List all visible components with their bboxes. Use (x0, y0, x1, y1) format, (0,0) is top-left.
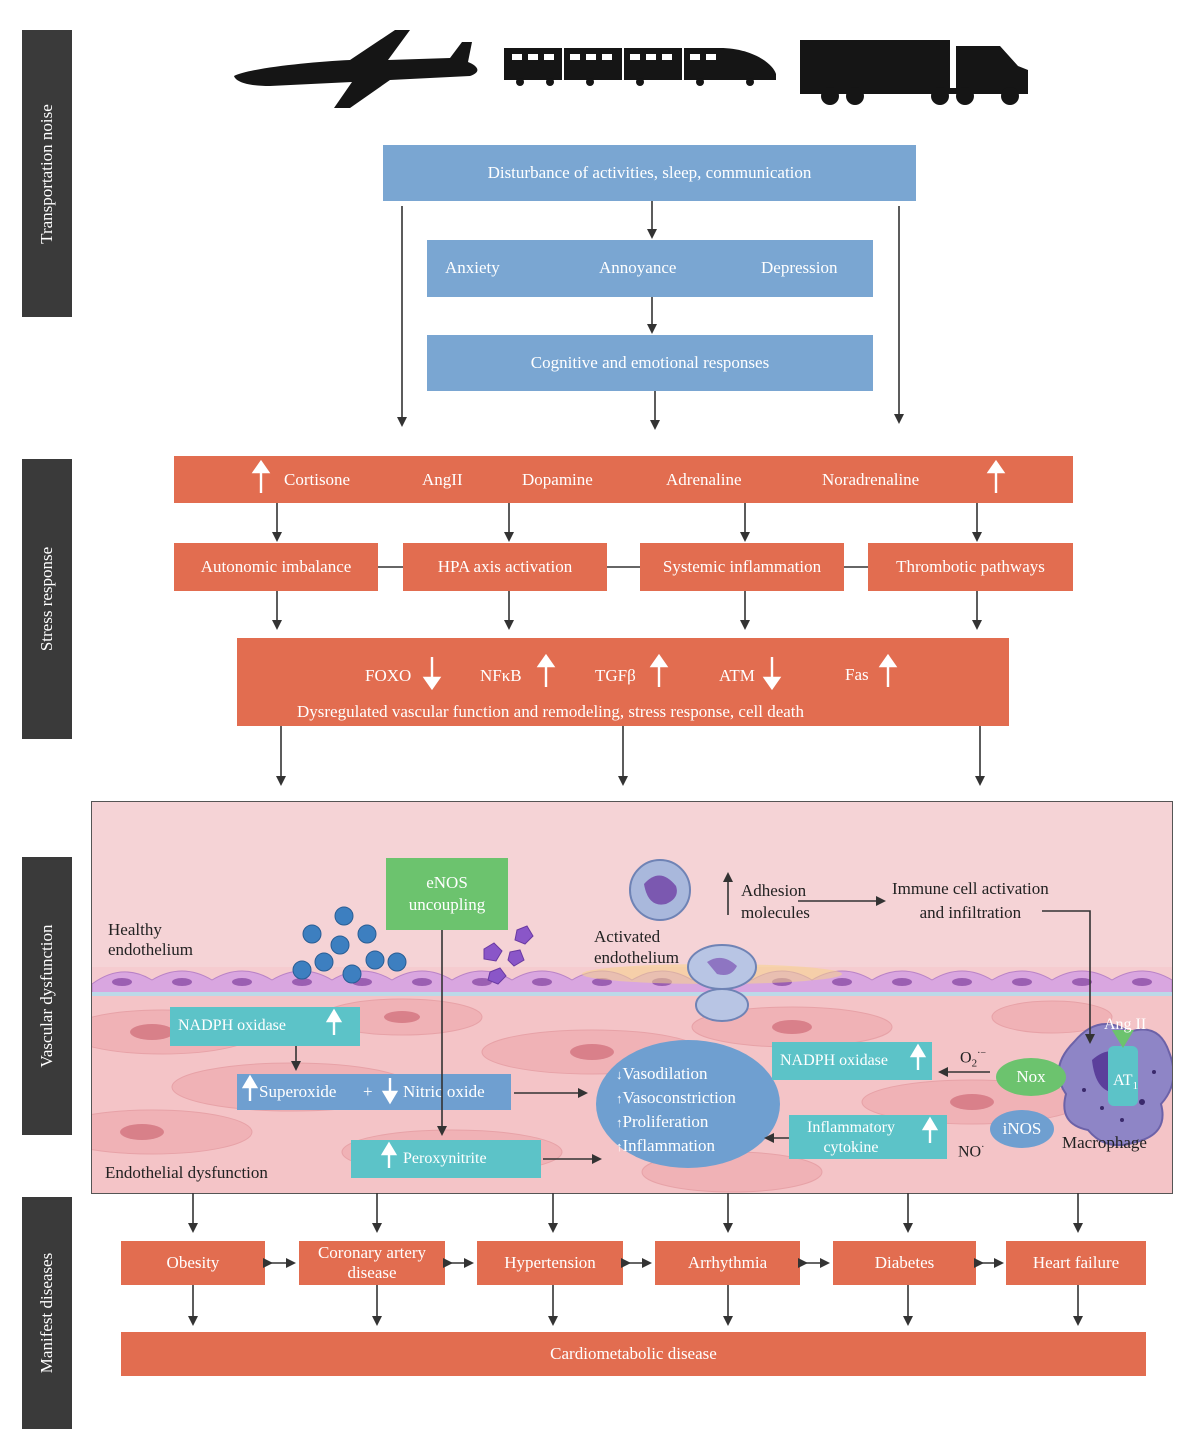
superoxide-nitric-box: Superoxide + Nitric oxide (237, 1074, 511, 1110)
disease-diabetes: Diabetes (833, 1241, 976, 1285)
effect-inflammation: ↑Inflammation (616, 1136, 716, 1155)
truck-icon (800, 40, 1028, 105)
disease-coronary: Coronary artery disease (299, 1241, 445, 1285)
airplane-icon (234, 30, 478, 108)
pathway-hpa: HPA axis activation (403, 543, 607, 591)
disease-hypertension: Hypertension (477, 1241, 623, 1285)
pathway-thrombotic: Thrombotic pathways (868, 543, 1073, 591)
hormone-dopamine: Dopamine (522, 470, 593, 489)
anxiety-label: Anxiety (445, 258, 500, 277)
marker-atm: ATM (719, 666, 755, 685)
nitric-oxide-radical-label: NO· (958, 1142, 985, 1161)
pathway-autonomic: Autonomic imbalance (174, 543, 378, 591)
marker-tgfb: TGFβ (595, 666, 636, 685)
hormone-adrenaline: Adrenaline (666, 470, 742, 489)
ang-ii-label: Ang II (1104, 1016, 1147, 1033)
hormone-noradrenaline: Noradrenaline (822, 470, 920, 489)
superoxide-radical-label: O2·− (960, 1048, 987, 1070)
endothelial-dysfunction-label: Endothelial dysfunction (105, 1163, 268, 1182)
hormone-angii: AngII (422, 470, 463, 489)
superoxide-label: Superoxide (259, 1082, 337, 1101)
cognitive-box: Cognitive and emotional responses (427, 335, 873, 391)
side-label-transport: Transportation noise (22, 30, 72, 317)
disease-heart-failure: Heart failure (1006, 1241, 1146, 1285)
nadph-oxidase-right-box: NADPH oxidase (772, 1042, 932, 1080)
hormones-box: Cortisone AngII Dopamine Adrenaline Nora… (174, 456, 1073, 503)
nadph-oxidase-left-box: NADPH oxidase (170, 1007, 360, 1046)
effects-list: ↓Vasodilation ↑Vasoconstriction ↑Prolife… (616, 1062, 776, 1158)
at1-label: AT1 (1113, 1072, 1139, 1093)
plus-sign: + (363, 1082, 373, 1101)
macrophage-label: Macrophage (1062, 1133, 1147, 1152)
dysregulated-label: Dysregulated vascular function and remod… (297, 702, 805, 721)
cardiometabolic-box: Cardiometabolic disease (121, 1332, 1146, 1376)
effect-vasodilation: ↓Vasodilation (616, 1064, 708, 1083)
marker-nfkb: NFκB (480, 666, 522, 685)
side-label-vascular: Vascular dysfunction (22, 857, 72, 1135)
depression-label: Depression (761, 258, 838, 277)
nox-ellipse: Nox (996, 1058, 1066, 1096)
effect-proliferation: ↑Proliferation (616, 1112, 709, 1131)
psych-responses-box: Anxiety Annoyance Depression (427, 240, 873, 297)
inos-ellipse: iNOS (990, 1110, 1054, 1148)
pathway-inflammation: Systemic inflammation (640, 543, 844, 591)
hormone-cortisone: Cortisone (284, 470, 351, 489)
train-icon (504, 48, 776, 86)
peroxynitrite-box: Peroxynitrite (351, 1140, 541, 1178)
disease-obesity: Obesity (121, 1241, 265, 1285)
side-label-stress: Stress response (22, 459, 72, 739)
marker-fas: Fas (845, 665, 869, 684)
effect-vasoconstriction: ↑Vasoconstriction (616, 1088, 736, 1107)
markers-box: FOXO NFκB TGFβ ATM Fas Dysregulated vasc… (237, 638, 1009, 726)
disease-arrhythmia: Arrhythmia (655, 1241, 800, 1285)
nitric-oxide-label: Nitric oxide (403, 1082, 485, 1101)
marker-foxo: FOXO (365, 666, 412, 685)
annoyance-label: Annoyance (599, 258, 677, 277)
disturbance-box: Disturbance of activities, sleep, commun… (383, 145, 916, 201)
side-label-manifest: Manifest diseases (22, 1197, 72, 1429)
